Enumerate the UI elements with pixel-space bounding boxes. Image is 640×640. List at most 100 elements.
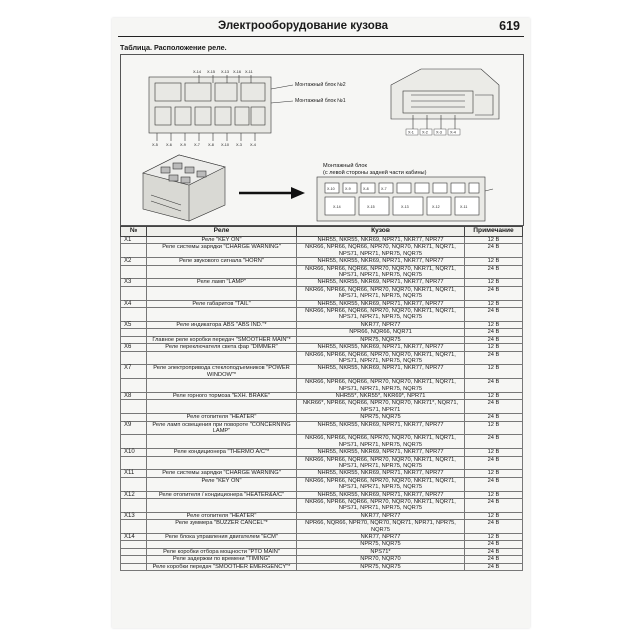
- cell-no: X1: [120, 235, 147, 245]
- cell-relay: Реле переключателя света фар "DIMMER": [146, 343, 297, 352]
- cell-body: NPS71*: [296, 547, 465, 557]
- svg-text:X-6: X-6: [166, 143, 172, 147]
- cell-no: X8: [120, 391, 147, 401]
- cell-body: NKR66*, NPR66, NQR66, NPR70, NQR70, NKR7…: [296, 399, 465, 415]
- cell-relay: [146, 285, 297, 301]
- cell-no: X7: [120, 364, 147, 380]
- cell-body: NKR66, NPR66, NQR66, NPR70, NQR70, NKR71…: [296, 350, 465, 366]
- cell-note: 12 В: [464, 257, 523, 266]
- cell-no: X14: [120, 533, 147, 542]
- cell-note: 24 В: [464, 399, 523, 415]
- cell-no: X12: [120, 490, 147, 500]
- cell-no: [120, 498, 147, 513]
- col-header-relay: Реле: [146, 226, 297, 237]
- cell-note: 12 В: [464, 420, 523, 436]
- label-x13: X-13: [221, 70, 229, 74]
- cell-relay: [146, 399, 297, 415]
- cell-relay: [146, 350, 297, 366]
- cell-no: [120, 328, 147, 337]
- cell-no: [120, 413, 147, 422]
- cell-relay: Реле системы зарядки "CHARGE WARNING": [146, 243, 297, 259]
- svg-text:X-9: X-9: [345, 187, 351, 191]
- arrow-pointer: [239, 187, 305, 199]
- cell-body: NKR66, NPR66, NQR66, NPR70, NQR70, NKR71…: [296, 455, 465, 471]
- cell-note: 24 В: [464, 307, 523, 322]
- top-connector-labels: X-14 X-15 X-13 X-16 X-11: [193, 70, 253, 74]
- cell-no: [120, 562, 147, 572]
- cell-relay: Реле кондиционера "THERMO A/C"*: [146, 448, 297, 457]
- cell-note: 12 В: [464, 391, 523, 401]
- cell-no: X2: [120, 257, 147, 266]
- cell-body: NKR66, NPR66, NQR66, NPR70, NQR70, NKR71…: [296, 476, 465, 492]
- cabin-view-drawing: [390, 68, 500, 129]
- cell-note: 12 В: [464, 490, 523, 500]
- cell-note: 24 В: [464, 434, 523, 450]
- cell-relay: [146, 264, 297, 280]
- relay-panel-drawing: [316, 176, 494, 222]
- svg-text:X-10: X-10: [221, 143, 229, 147]
- cell-body: NHR55, NKR55, NKR69, NPR71, NKR77, NPR77: [296, 278, 465, 287]
- cell-relay: Реле системы зарядки "CHARGE WARNING": [146, 469, 297, 478]
- cell-relay: [146, 498, 297, 513]
- table-row: NKR66, NPR66, NQR66, NPR70, NQR70, NKR71…: [120, 455, 523, 471]
- table-row: NKR66, NPR66, NQR66, NPR70, NQR70, NKR71…: [120, 378, 523, 393]
- table-row: NKR66, NPR66, NQR66, NPR70, NQR70, NKR71…: [120, 350, 523, 366]
- table-row: NKR66, NPR66, NQR66, NPR70, NQR70, NKR71…: [120, 498, 523, 513]
- svg-text:X-11: X-11: [460, 205, 467, 209]
- cell-note: 12 В: [464, 469, 523, 478]
- cell-note: 24 В: [464, 547, 523, 557]
- cell-note: 24 В: [464, 476, 523, 492]
- svg-text:X-8: X-8: [208, 143, 214, 147]
- cell-relay: Реле "KEY ON": [146, 476, 297, 492]
- cell-no: [120, 476, 147, 492]
- table-row: NKR66, NPR66, NQR66, NPR70, NQR70, NKR71…: [120, 307, 523, 322]
- cell-body: NKR66, NPR66, NQR66, NPR70, NQR70, NKR71…: [296, 285, 465, 301]
- cell-body: NKR66, NPR66, NQR66, NPR70, NQR70, NKR71…: [296, 434, 465, 450]
- cell-note: 12 В: [464, 235, 523, 245]
- cell-relay: Реле ламп "LAMP": [146, 278, 297, 287]
- cell-note: 24 В: [464, 378, 523, 393]
- cell-body: NHR55, NKR55, NKR69, NPR71, NKR77, NPR77: [296, 364, 465, 380]
- cell-no: X4: [120, 299, 147, 309]
- relay-location-figure: X-14 X-15 X-13 X-16 X-11 X-5 X-6 X-9 X-7…: [142, 68, 500, 222]
- cell-relay: Реле коробки передач "SMOOTHER EMERGENCY…: [146, 562, 297, 572]
- cell-relay: Реле индикатора ABS "ABS IND."*: [146, 320, 297, 330]
- svg-text:X-3: X-3: [436, 131, 442, 135]
- label-x11: X-11: [245, 70, 253, 74]
- header-rule: [118, 36, 524, 37]
- cell-note: 12 В: [464, 343, 523, 352]
- cell-relay: Реле задержки по времени "TIMING": [146, 555, 297, 564]
- cell-no: X10: [120, 448, 147, 457]
- cell-no: [120, 264, 147, 280]
- cell-body: NPR75, NQR75: [296, 335, 465, 345]
- cell-note: 12 В: [464, 448, 523, 457]
- svg-text:X-14: X-14: [333, 205, 341, 209]
- cell-relay: [146, 378, 297, 393]
- cell-body: NHR55, NKR55, NKR69, NPR71, NKR77, NPR77: [296, 299, 465, 309]
- cell-relay: [146, 540, 297, 549]
- cell-relay: Реле ламп освещения при повороте "CONCER…: [146, 420, 297, 436]
- relay-box-drawing: [142, 154, 226, 222]
- col-header-body: Кузов: [296, 226, 465, 237]
- cell-relay: Реле звукового сигнала "HORN": [146, 257, 297, 266]
- cell-no: X6: [120, 343, 147, 352]
- table-caption: Таблица. Расположение реле.: [120, 43, 227, 52]
- cell-note: 24 В: [464, 264, 523, 280]
- svg-text:X-8: X-8: [363, 187, 369, 191]
- col-header-no: №: [120, 226, 147, 237]
- cell-relay: Реле горного тормоза "EXH. BRAKE": [146, 391, 297, 401]
